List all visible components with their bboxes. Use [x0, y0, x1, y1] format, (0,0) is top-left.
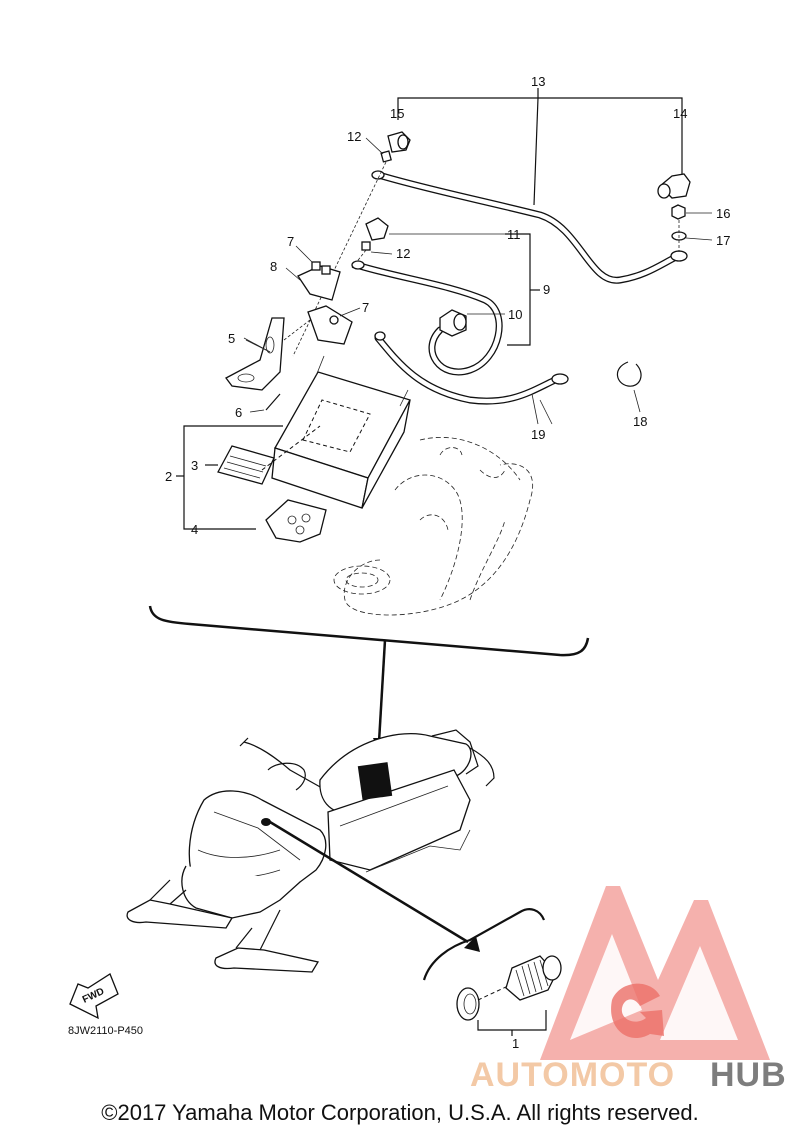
bracket-7 — [307, 305, 361, 345]
screw-6 — [249, 393, 281, 413]
callout-12-lower: 12 — [396, 246, 410, 261]
relay-8 — [285, 245, 341, 301]
callout-7-lower: 7 — [362, 300, 369, 315]
terminal-cover-15 — [387, 131, 411, 153]
terminal-cover-14 — [657, 173, 691, 199]
callout-12-upper: 12 — [347, 129, 361, 144]
callout-9: 9 — [543, 282, 550, 297]
callout-4: 4 — [191, 522, 198, 537]
callout-11: 11 — [507, 227, 521, 242]
leader-lines — [245, 339, 553, 425]
callout-10: 10 — [508, 307, 522, 322]
callout-14: 14 — [673, 106, 687, 121]
battery-cable-19 — [374, 331, 569, 425]
callout-5: 5 — [228, 331, 235, 346]
bolt-12-lower — [351, 241, 393, 269]
snowmobile-illustration — [126, 729, 495, 973]
callout-1: 1 — [512, 1036, 519, 1051]
callout-6: 6 — [235, 405, 242, 420]
callout-19: 19 — [531, 427, 545, 442]
watermark-text-hub: HUB — [710, 1056, 787, 1094]
watermark-text-automoto: AUTOMOTO — [470, 1056, 675, 1094]
battery-tray-4 — [265, 499, 327, 543]
callout-8: 8 — [270, 259, 277, 274]
terminal-cover-10 — [439, 309, 505, 337]
bracket-5 — [225, 317, 311, 391]
callout-17: 17 — [716, 233, 730, 248]
watermark-logo — [540, 886, 770, 1060]
label-3 — [217, 425, 321, 485]
battery-cable-9 — [351, 233, 540, 376]
callouts-upper: 13 15 14 12 16 17 11 12 7 8 9 10 7 5 6 1… — [165, 74, 730, 537]
callout-16: 16 — [716, 206, 730, 221]
callout-13: 13 — [531, 74, 545, 89]
fwd-arrow-icon: FWD — [69, 973, 119, 1020]
charger-detail: 1 — [422, 908, 562, 1051]
battery-cable-13 — [371, 170, 688, 284]
diagram-code: 8JW2110-P450 — [68, 1025, 143, 1037]
vehicle-body-detail — [333, 437, 533, 616]
callout-2: 2 — [165, 469, 172, 484]
callout-15: 15 — [390, 106, 404, 121]
bolt-12-upper — [292, 137, 392, 357]
terminal-cover-11 — [365, 217, 505, 241]
battery — [271, 355, 411, 509]
detail-boundary — [148, 605, 590, 752]
copyright-notice: ©2017 Yamaha Motor Corporation, U.S.A. A… — [101, 1100, 699, 1125]
clip-18 — [616, 361, 642, 413]
nut-16 — [671, 204, 712, 220]
callout-7-upper: 7 — [287, 234, 294, 249]
callout-18: 18 — [633, 414, 647, 429]
washer-17 — [671, 220, 713, 252]
callout-13-bracket — [397, 88, 683, 206]
callout-3: 3 — [191, 458, 198, 473]
callout-2-bracket — [176, 425, 283, 530]
